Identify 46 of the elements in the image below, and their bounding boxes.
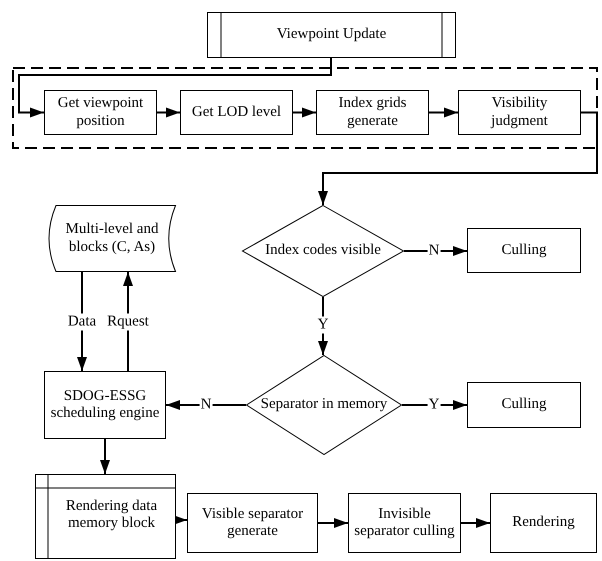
node-text: Rendering data memory block (64, 498, 158, 532)
process-box (490, 493, 597, 553)
decision-diamond (242, 205, 404, 297)
node-text: Separator in memory (260, 396, 388, 414)
node-text: Index codes visible (265, 242, 381, 260)
node-text: Rendering (512, 514, 575, 532)
process-box (348, 493, 461, 553)
node-text: Viewpoint Update (276, 26, 386, 44)
process-box (316, 90, 429, 135)
dashed-group-frame (12, 67, 598, 149)
arrow (100, 439, 110, 474)
arrow (404, 246, 467, 256)
node-text: SDOG-ESSG scheduling engine (50, 388, 160, 422)
arrow (318, 297, 328, 355)
internal-storage-box (35, 474, 176, 559)
arrow (429, 108, 458, 118)
node-text: Visible separator generate (200, 506, 304, 540)
node-text: Get LOD level (192, 104, 282, 122)
edge-label: Rquest (106, 314, 150, 330)
node-text: Get viewpoint position (56, 95, 144, 130)
arrow (318, 112, 598, 205)
edge-label: Y (316, 316, 330, 334)
arrow (461, 518, 490, 528)
arrow (166, 400, 246, 410)
arrow (402, 400, 467, 410)
process-box (467, 382, 581, 428)
process-box (458, 90, 581, 135)
node-text: Index grids generate (338, 95, 408, 130)
arrow (318, 518, 348, 528)
predefined-process-box (207, 12, 456, 58)
node-text: Culling (501, 242, 546, 260)
decision-diamond (246, 355, 402, 455)
edge-label: Data (66, 314, 98, 330)
node-text: Invisible separator culling (353, 506, 456, 540)
arrow (293, 108, 316, 118)
stored-data-shape (48, 205, 176, 272)
node-text: Visibility judgment (490, 95, 549, 130)
node-text: Multi-level and blocks (C, As) (64, 221, 160, 256)
node-text: Culling (501, 396, 546, 414)
arrow (18, 58, 332, 118)
process-box (467, 228, 581, 273)
process-box (44, 371, 166, 439)
process-box (44, 90, 157, 135)
process-box (187, 493, 318, 553)
process-box (180, 90, 293, 135)
arrow (157, 108, 180, 118)
